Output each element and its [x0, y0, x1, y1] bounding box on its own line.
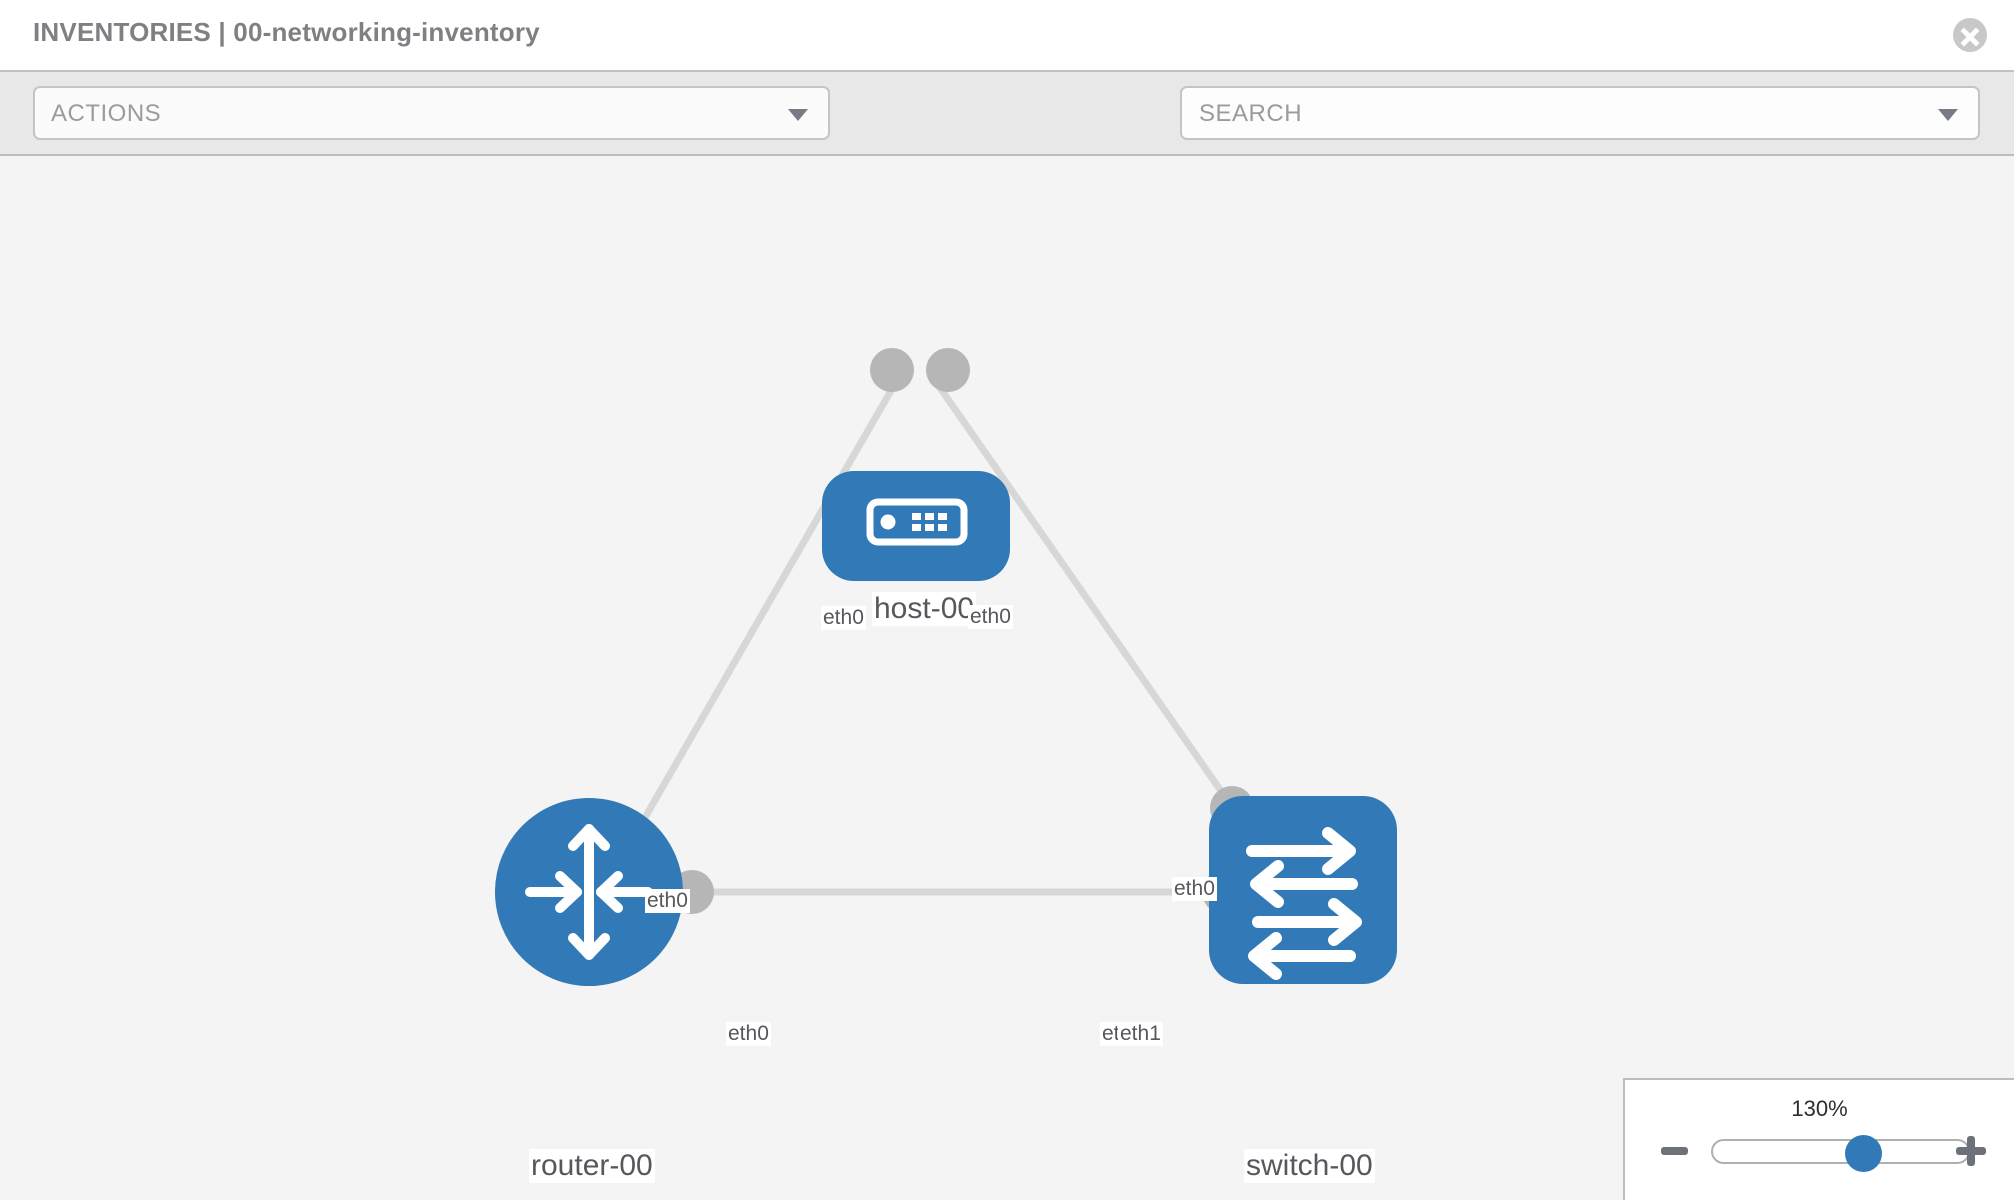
zoom-control-panel: 130% — [1623, 1078, 2014, 1200]
page-header: INVENTORIES | 00-networking-inventory — [0, 0, 2014, 70]
node-label-router-00: router-00 — [529, 1149, 655, 1183]
minus-icon[interactable] — [1661, 1147, 1688, 1155]
server-icon — [866, 498, 968, 546]
nub-host00-left[interactable] — [870, 348, 914, 392]
plus-icon[interactable] — [1956, 1136, 1986, 1166]
topology-graph — [495, 348, 1397, 986]
router-arrows-icon — [525, 824, 653, 960]
interface-label-host00-left: eth0 — [821, 606, 866, 631]
node-switch-00[interactable] — [1209, 796, 1397, 984]
node-label-host-00: host-00 — [872, 592, 977, 626]
link-group — [605, 379, 1286, 896]
chevron-down-icon[interactable] — [1938, 109, 1958, 121]
nub-host00-right[interactable] — [926, 348, 970, 392]
node-label-switch-00: switch-00 — [1244, 1149, 1375, 1183]
interface-label-router00-top: eth0 — [645, 889, 690, 914]
zoom-slider-thumb[interactable] — [1845, 1135, 1882, 1172]
link-host00-router00[interactable] — [605, 380, 900, 882]
switch-arrows-icon — [1246, 827, 1362, 980]
search-input[interactable]: SEARCH — [1180, 86, 1980, 140]
zoom-slider-track[interactable] — [1711, 1135, 1970, 1172]
toolbar: ACTIONS SEARCH — [0, 70, 2014, 203]
interface-label-host00-right: eth0 — [968, 605, 1013, 630]
interface-label-switch00-top: eth0 — [1172, 877, 1217, 902]
topology-canvas[interactable]: host-00 router-00 switch-00 eth0 eth0 et… — [0, 156, 2014, 1200]
zoom-slider-row — [1625, 1134, 2014, 1174]
interface-label-router00-right: eth0 — [726, 1022, 771, 1047]
search-placeholder: SEARCH — [1199, 100, 1303, 127]
page-title: INVENTORIES | 00-networking-inventory — [33, 17, 540, 47]
actions-dropdown[interactable]: ACTIONS — [33, 86, 830, 140]
actions-dropdown-label: ACTIONS — [51, 100, 162, 127]
close-icon[interactable] — [1953, 18, 1987, 52]
node-host-00[interactable] — [822, 471, 1010, 581]
interface-label-switch00-left: eth1 — [1118, 1022, 1163, 1047]
interface-nub-group — [670, 348, 1254, 914]
chevron-down-icon — [788, 109, 808, 121]
node-router-00[interactable] — [495, 798, 683, 986]
zoom-level-value: 130% — [1791, 1096, 1848, 1121]
